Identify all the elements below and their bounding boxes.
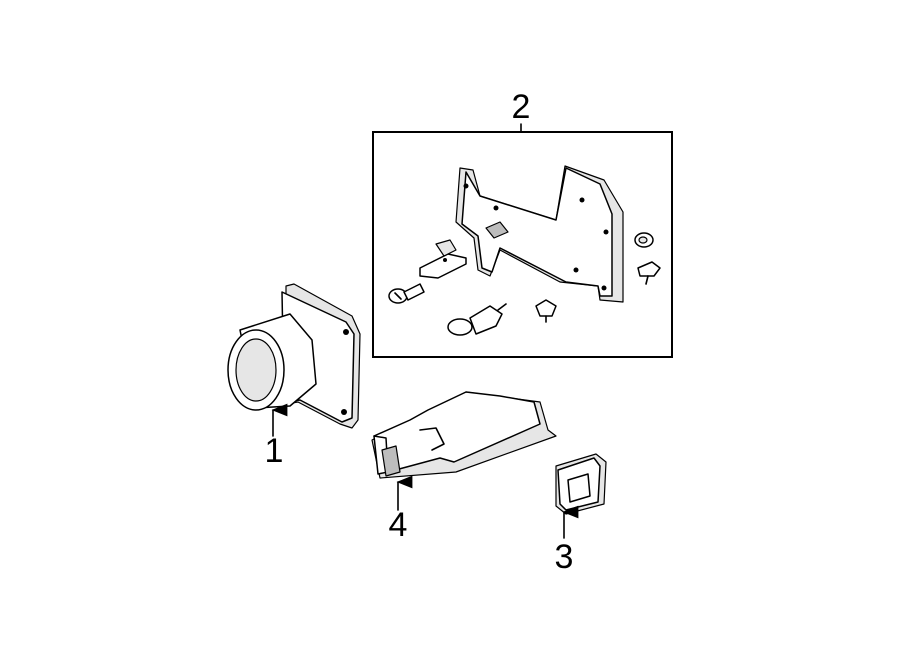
mounting-bracket xyxy=(455,165,624,303)
nut xyxy=(634,232,654,248)
fastener xyxy=(535,299,557,323)
kit-frame xyxy=(372,131,673,358)
push-pin xyxy=(447,303,507,336)
retainer-clip xyxy=(419,239,467,279)
callout-label-2: 2 xyxy=(512,88,531,126)
lamp-bezel xyxy=(555,453,607,515)
screw xyxy=(388,283,425,304)
bolt xyxy=(637,261,661,285)
trim-cover xyxy=(371,391,557,479)
callout-label-4: 4 xyxy=(389,506,408,544)
callout-label-1: 1 xyxy=(265,432,284,470)
callout-label-3: 3 xyxy=(555,538,574,576)
fog-lamp-assembly xyxy=(227,283,361,429)
